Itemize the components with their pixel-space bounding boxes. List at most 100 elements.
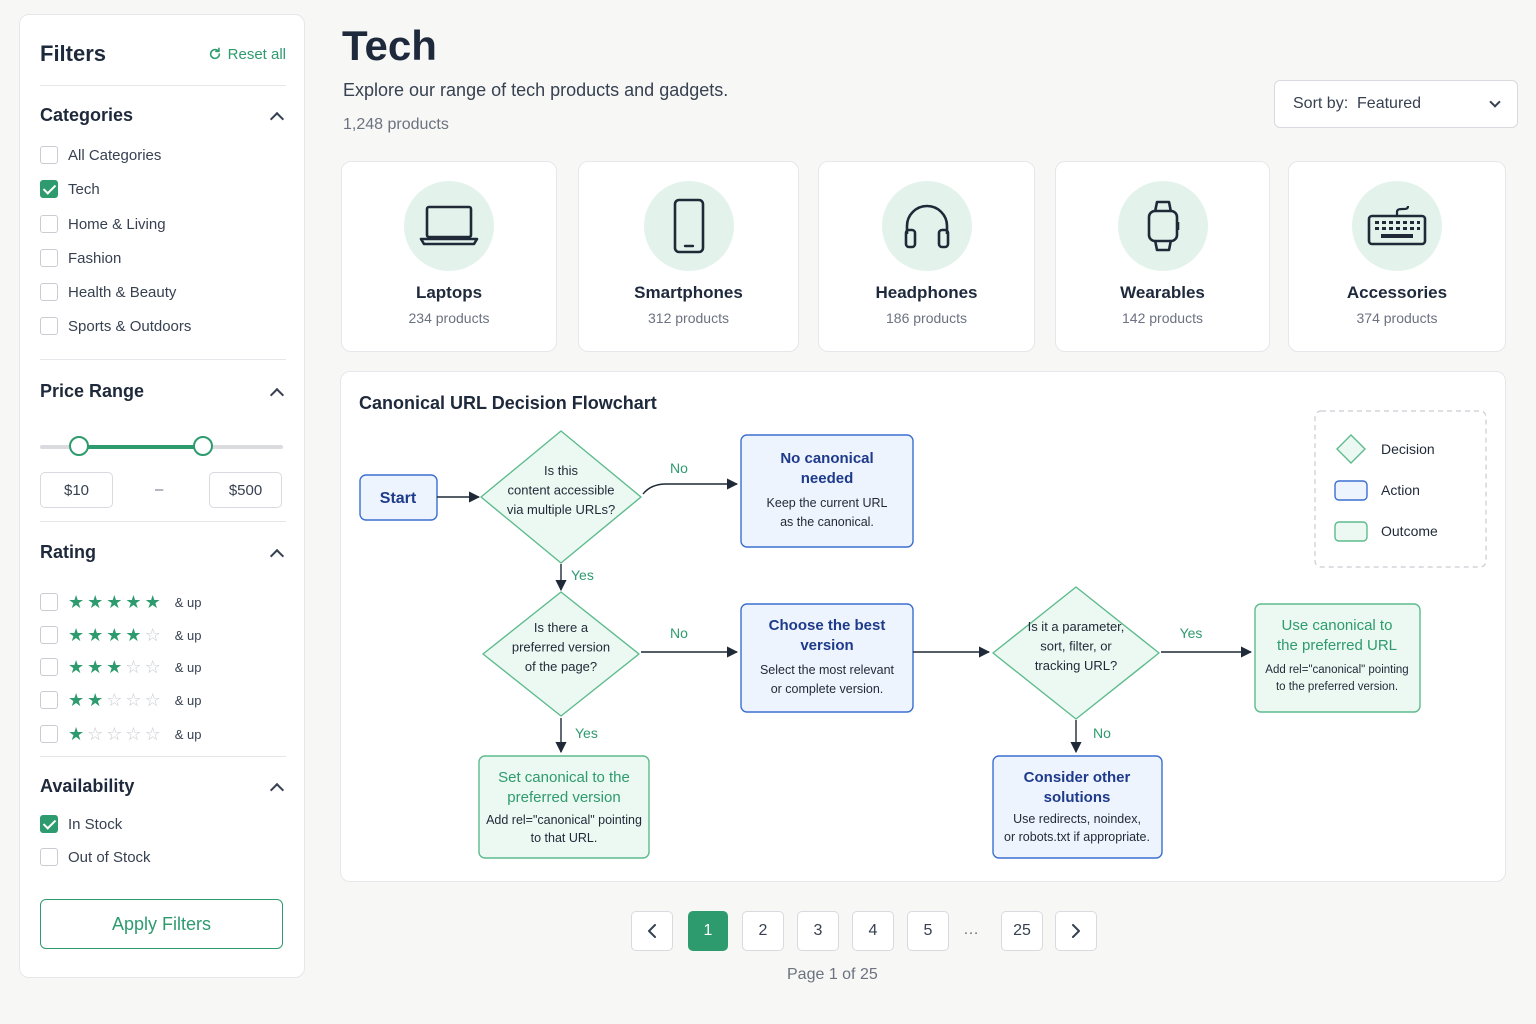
price-section-header[interactable]: Price Range (40, 381, 286, 402)
checkbox[interactable] (40, 146, 58, 164)
checkbox[interactable] (40, 848, 58, 866)
categories-title: Categories (40, 105, 134, 125)
rating-option-4[interactable]: ★★★★☆& up (40, 626, 201, 644)
star-empty-icon: ☆ (125, 690, 142, 710)
star-filled-icon: ★ (87, 657, 104, 677)
category-card-headphones[interactable]: Headphones 186 products (818, 161, 1035, 352)
availability-title: Availability (40, 776, 135, 796)
page-button-25[interactable]: 25 (1001, 911, 1043, 951)
checkbox[interactable] (40, 317, 58, 335)
sort-value: Featured (1357, 95, 1422, 112)
checkbox[interactable] (40, 249, 58, 267)
star-filled-icon: ★ (68, 657, 85, 677)
star-empty-icon: ☆ (144, 724, 161, 744)
chevron-up-icon[interactable] (269, 548, 285, 563)
star-filled-icon: ★ (68, 592, 85, 612)
page-button-3[interactable]: 3 (797, 911, 839, 951)
page-button-2[interactable]: 2 (742, 911, 784, 951)
chevron-up-icon[interactable] (269, 782, 285, 797)
category-card-wearables[interactable]: Wearables 142 products (1055, 161, 1270, 352)
category-label: Home & Living (68, 215, 166, 233)
category-option-sports-outdoors[interactable]: Sports & Outdoors (40, 317, 191, 335)
star-empty-icon: ☆ (106, 690, 123, 710)
checkbox[interactable] (40, 725, 58, 743)
star-filled-icon: ★ (144, 592, 161, 612)
category-card-laptops[interactable]: Laptops 234 products (341, 161, 557, 352)
outcome-use-canonical (1254, 603, 1421, 713)
star-filled-icon: ★ (125, 592, 142, 612)
apply-filters-button[interactable]: Apply Filters (40, 899, 283, 949)
category-option-fashion[interactable]: Fashion (40, 249, 121, 267)
availability-option-in-stock[interactable]: In Stock (40, 815, 122, 833)
rating-option-3[interactable]: ★★★☆☆& up (40, 658, 201, 676)
chevron-up-icon[interactable] (269, 111, 285, 126)
price-slider-min-handle[interactable] (68, 436, 89, 456)
category-option-home-living[interactable]: Home & Living (40, 215, 166, 233)
star-filled-icon: ★ (106, 625, 123, 645)
product-count: 1,248 products (343, 116, 449, 133)
next-page-button[interactable] (1055, 911, 1097, 951)
category-label: Tech (68, 180, 100, 198)
page-button-1[interactable]: 1 (688, 911, 728, 951)
smartwatch-icon (1117, 181, 1208, 271)
checkbox[interactable] (40, 593, 58, 611)
rating-option-5[interactable]: ★★★★★& up (40, 593, 201, 611)
price-range-title: Price Range (40, 381, 145, 401)
star-empty-icon: ☆ (144, 657, 161, 677)
availability-label: Out of Stock (68, 848, 151, 866)
rating-suffix: & up (174, 594, 202, 610)
action-other-solutions-desc: Use redirects, noindex, (1013, 812, 1141, 826)
sort-label: Sort by: (1293, 95, 1349, 112)
availability-section-header[interactable]: Availability (40, 776, 286, 797)
reset-all-button[interactable]: Reset all (208, 46, 286, 63)
category-option-all[interactable]: All Categories (40, 146, 161, 164)
category-card-accessories[interactable]: Accessories 374 products (1288, 161, 1506, 352)
category-option-health-beauty[interactable]: Health & Beauty (40, 283, 176, 301)
page-button-4[interactable]: 4 (852, 911, 894, 951)
action-other-solutions-title: Consider other (1024, 769, 1131, 786)
rating-option-1[interactable]: ★☆☆☆☆& up (40, 725, 201, 743)
checkbox-checked[interactable] (40, 815, 58, 833)
star-empty-icon: ☆ (125, 724, 142, 744)
star-empty-icon: ☆ (144, 690, 161, 710)
star-filled-icon: ★ (106, 657, 123, 677)
category-name: Accessories (1346, 283, 1448, 302)
price-max-input[interactable]: $500 (209, 472, 282, 508)
prev-page-button[interactable] (631, 911, 673, 951)
decision-preferred-version-text: preferred version (512, 640, 610, 655)
price-slider-max-handle[interactable] (192, 436, 213, 456)
checkbox[interactable] (40, 626, 58, 644)
price-slider-track[interactable] (40, 436, 283, 456)
categories-section-header[interactable]: Categories (40, 105, 286, 126)
checkbox[interactable] (40, 283, 58, 301)
category-card-smartphones[interactable]: Smartphones 312 products (578, 161, 799, 352)
checkbox[interactable] (40, 658, 58, 676)
category-name: Laptops (415, 283, 483, 302)
price-slider-fill (78, 445, 203, 449)
legend-outcome-label: Outcome (1381, 523, 1438, 539)
chevron-up-icon[interactable] (269, 387, 285, 402)
pagination-ellipsis: … (963, 921, 979, 938)
checkbox[interactable] (40, 215, 58, 233)
filters-sidebar: Filters Reset all Categories All Categor… (19, 14, 305, 978)
category-label: All Categories (68, 146, 162, 164)
price-min-input[interactable]: $10 (40, 472, 113, 508)
outcome-use-canonical-title: Use canonical to (1282, 617, 1393, 634)
availability-option-out-of-stock[interactable]: Out of Stock (40, 848, 151, 866)
checkbox-checked[interactable] (40, 180, 58, 198)
category-option-tech[interactable]: Tech (40, 180, 100, 198)
outcome-set-canonical-title: Set canonical to the (498, 769, 630, 786)
category-count: 186 products (886, 310, 967, 326)
star-filled-icon: ★ (106, 592, 123, 612)
rating-option-2[interactable]: ★★☆☆☆& up (40, 691, 201, 709)
action-choose-best-title: Choose the best (769, 617, 886, 634)
page-button-5[interactable]: 5 (907, 911, 949, 951)
page-title: Tech (342, 22, 437, 69)
decision-parameter-url (992, 586, 1160, 720)
rating-section-header[interactable]: Rating (40, 542, 286, 563)
outcome-set-canonical-desc: to that URL. (531, 831, 598, 845)
start-label: Start (380, 490, 417, 507)
checkbox[interactable] (40, 691, 58, 709)
sort-dropdown[interactable]: Sort by: Featured (1274, 80, 1518, 128)
outcome-use-canonical-title: the preferred URL (1277, 637, 1397, 654)
